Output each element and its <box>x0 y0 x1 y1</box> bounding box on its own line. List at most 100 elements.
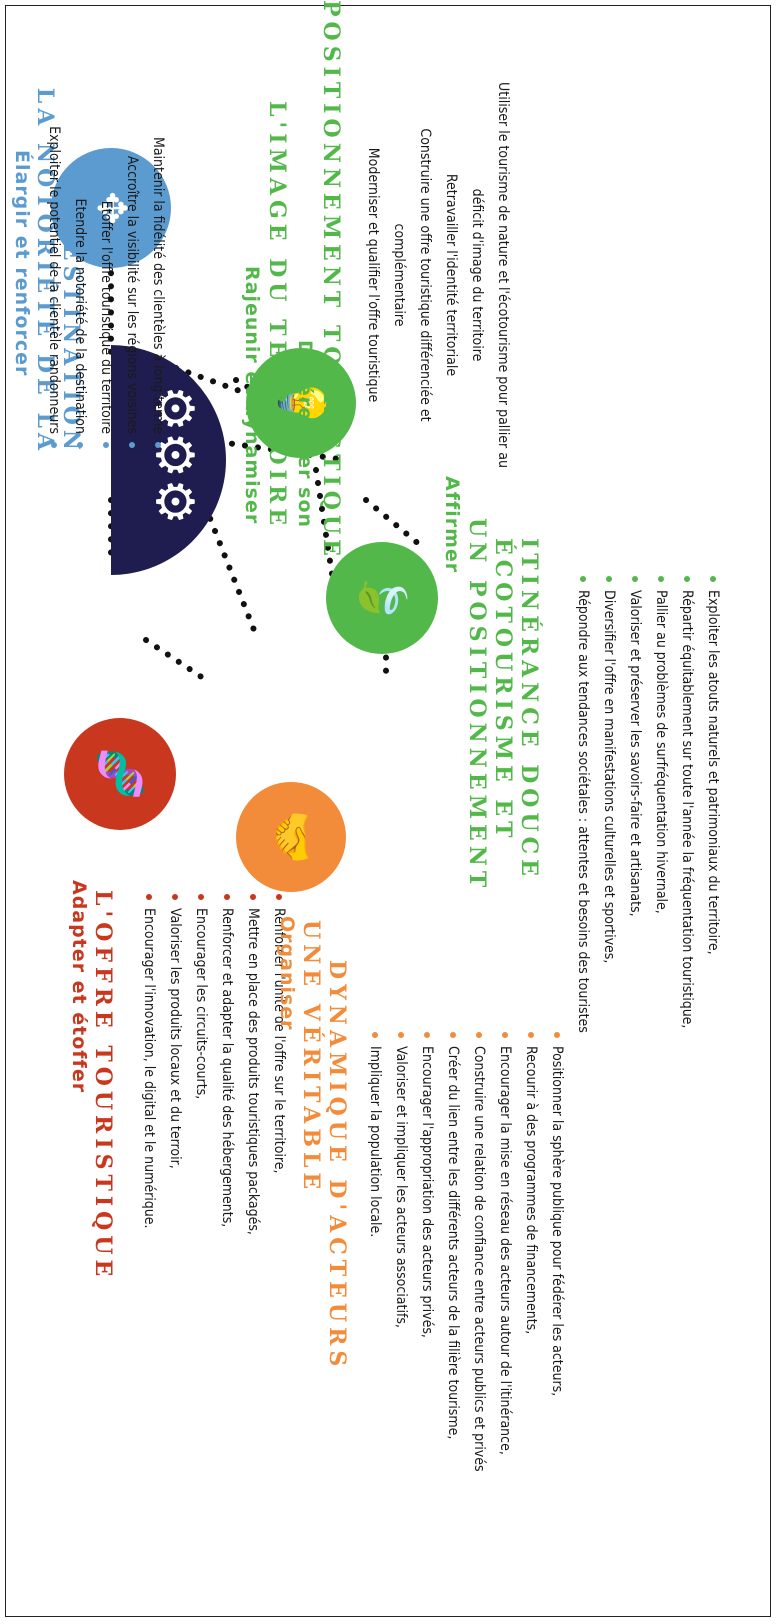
connector-image-eco-bottom <box>313 467 339 603</box>
acteurs-title-big-2: DYNAMIQUE D'ACTEURS <box>324 960 350 1372</box>
notoriete-list-item-text: Maintenir la fidélité des clientèles à l… <box>150 136 166 434</box>
notoriete-list-item: Etendre la notoriété de la destination <box>67 0 93 456</box>
bullet-dot-icon <box>658 576 664 582</box>
notoriete-list: Maintenir la fidélité des clientèles à l… <box>41 0 171 456</box>
ecotourisme-list-item-text: Exploiter les atouts naturels et patrimo… <box>705 590 721 955</box>
bullet-dot-icon <box>224 894 230 900</box>
acteurs-list-item: Impliquer la population locale. <box>362 1024 388 1604</box>
bullet-dot-icon <box>51 442 57 448</box>
image-list-item: déficit d'image du territoire <box>464 10 490 540</box>
eco-title-small: Affirmer <box>441 476 463 574</box>
acteurs-list-item-text: Créer du lien entre les différents acteu… <box>445 1046 461 1440</box>
image-title-small-2: Différencier son <box>294 340 316 529</box>
notoriete-list-item: Maintenir la fidélité des clientèles à l… <box>145 0 171 456</box>
bullet-dot-icon <box>632 576 638 582</box>
offre-list-item-text: Encourager l'innovation, le digital et l… <box>141 908 157 1229</box>
image-list-item-text: complémentaire <box>391 223 407 327</box>
bullet-dot-icon <box>424 1032 430 1038</box>
offre-list-item: Encourager l'innovation, le digital et l… <box>136 886 162 1586</box>
image-title-small-1: Rajeunir et dynamiser <box>241 266 263 525</box>
bullet-dot-icon <box>198 894 204 900</box>
bullet-dot-icon <box>146 894 152 900</box>
image-title-big-1: L'IMAGE DU TERRITOIRE <box>264 101 290 530</box>
eco-title-big-3: ITINÉRANCE DOUCE <box>516 538 542 881</box>
offre-list-item: Mettre en place des produits touristique… <box>240 886 266 1586</box>
acteurs-list-item-text: Encourager la mise en réseau des acteurs… <box>497 1046 513 1455</box>
ecotourisme-list-item: Exploiter les atouts naturels et patrimo… <box>700 568 726 1188</box>
acteurs-list-item: Encourager la mise en réseau des acteurs… <box>492 1024 518 1604</box>
bullet-dot-icon <box>450 1032 456 1038</box>
ecotourisme-list-item: Diversifier l'offre en manifestations cu… <box>596 568 622 1188</box>
connector-hub-eco <box>203 437 349 463</box>
ecotourisme-list-item: Répondre aux tendances sociétales : atte… <box>570 568 596 1188</box>
offre-list-item: Encourager les circuits-courts, <box>188 886 214 1586</box>
bullet-dot-icon <box>476 1032 482 1038</box>
ecotourisme-list-item: Valoriser et préserver les savoirs-faire… <box>622 568 648 1188</box>
notoriete-list-item-text: Etendre la notoriété de la destination <box>72 198 88 434</box>
notoriete-list-item: Exploiter le potentiel de la clientèle r… <box>41 0 67 456</box>
acteurs-title-big-1: UNE VÉRITABLE <box>298 920 324 1195</box>
bullet-dot-icon <box>554 1032 560 1038</box>
ecotourisme-list-item-text: Diversifier l'offre en manifestations cu… <box>601 590 617 964</box>
offre-title-small: Adapter et étoffer <box>68 880 90 1094</box>
bullet-dot-icon <box>502 1032 508 1038</box>
acteurs-list-item: Recourir à des programmes de financement… <box>518 1024 544 1604</box>
connector-notoriete-image <box>173 365 304 416</box>
ecotourisme-list-item: Répartir équitablement sur toute l'année… <box>674 568 700 1188</box>
bullet-dot-icon <box>77 442 83 448</box>
bullet-dot-icon <box>684 576 690 582</box>
circle-offre: 🧬 <box>64 718 176 830</box>
acteurs-list-item: Construire une relation de confiance ent… <box>466 1024 492 1604</box>
acteurs-list-item: Positionner la sphère publique pour fédé… <box>544 1024 570 1604</box>
image-list-item: Moderniser et qualifier l'offre touristi… <box>360 10 386 540</box>
bullet-dot-icon <box>710 576 716 582</box>
leaf-icon: 🍃 <box>357 570 408 626</box>
diagram-frame <box>5 5 771 1617</box>
notoriete-list-item-text: Accroître la visibilité sur les régions … <box>124 155 140 434</box>
bullet-dot-icon <box>250 894 256 900</box>
image-title-big-2: POSITIONNEMENT TOURISTIQUE <box>318 0 344 561</box>
ecotourisme-list-item: Pallier au problèmes de surfréquentation… <box>648 568 674 1188</box>
bullet-dot-icon <box>129 442 135 448</box>
image-list: Utiliser le tourisme de nature et l'écot… <box>360 10 516 540</box>
offre-list-item: Renforcer et adapter la qualité des hébe… <box>214 886 240 1586</box>
dna-icon: 🧬 <box>96 747 145 801</box>
image-list-item: Retravailler l'identité territoriale <box>438 10 464 540</box>
bullet-dot-icon <box>103 442 109 448</box>
bullet-dot-icon <box>155 442 161 448</box>
offre-list-item-text: Mettre en place des produits touristique… <box>245 908 261 1235</box>
image-list-item: complémentaire <box>386 10 412 540</box>
offre-list-item: Valoriser les produits locaux et du terr… <box>162 886 188 1586</box>
connector-offre-acteurs <box>143 637 209 683</box>
image-list-item: Construire une offre touristique différe… <box>412 10 438 540</box>
diagram-canvas: ⚙⚙⚙ ✥ 💡 🍃 🧬 🤝 Élargir et renforcer LA NO… <box>0 0 726 1604</box>
offre-list-item-text: Encourager les circuits-courts, <box>193 908 209 1100</box>
connector-image-eco <box>363 497 429 553</box>
ecotourisme-list-item-text: Répartir équitablement sur toute l'année… <box>679 590 695 1029</box>
acteurs-list-item-text: Valoriser et impliquer les acteurs assoc… <box>393 1046 409 1328</box>
notoriete-heading-small: Élargir et renforcer <box>11 150 33 377</box>
bullet-dot-icon <box>398 1032 404 1038</box>
bullet-dot-icon <box>276 894 282 900</box>
acteurs-list-item-text: Recourir à des programmes de financement… <box>523 1046 539 1335</box>
image-list-item-text: déficit d'image du territoire <box>469 188 485 362</box>
circle-acteurs: 🤝 <box>236 782 346 892</box>
acteurs-list-item: Encourager l'appropriation des acteurs p… <box>414 1024 440 1604</box>
handshake-icon: 🤝 <box>266 809 317 865</box>
acteurs-list-item-text: Encourager l'appropriation des acteurs p… <box>419 1046 435 1338</box>
bullet-dot-icon <box>372 1032 378 1038</box>
image-list-item-text: Moderniser et qualifier l'offre touristi… <box>365 147 381 403</box>
ecotourisme-list-item-text: Pallier au problèmes de surfréquentation… <box>653 590 669 914</box>
image-list-item-text: Utiliser le tourisme de nature et l'écot… <box>495 82 511 468</box>
acteurs-list: Positionner la sphère publique pour fédé… <box>362 1024 570 1604</box>
acteurs-list-item: Valoriser et impliquer les acteurs assoc… <box>388 1024 414 1604</box>
image-list-item-text: Retravailler l'identité territoriale <box>443 173 459 377</box>
offre-list-item-text: Valoriser les produits locaux et du terr… <box>167 908 183 1169</box>
notoriete-list-item: Etoffer l'offre touristique du territoir… <box>93 0 119 456</box>
offre-list-item-text: Renforcer et adapter la qualité des hébe… <box>219 908 235 1228</box>
acteurs-list-item-text: Impliquer la population locale. <box>367 1046 383 1238</box>
acteurs-title-small: Organiser <box>276 916 298 1031</box>
offre-list: Renforcer l'unité de l'offre sur le terr… <box>136 886 292 1586</box>
acteurs-list-item-text: Construire une relation de confiance ent… <box>471 1046 487 1472</box>
image-list-item-text: Construire une offre touristique différe… <box>417 128 433 422</box>
